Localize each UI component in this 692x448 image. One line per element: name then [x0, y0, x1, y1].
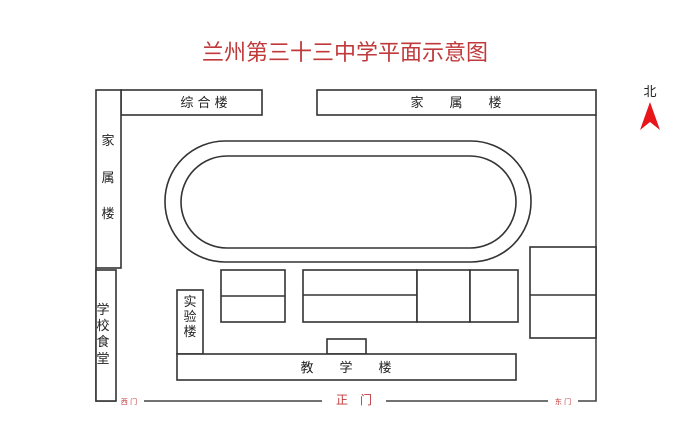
jiashu-left-label: 属: [101, 171, 114, 186]
building-canteen: [95, 269, 117, 402]
building-zonghe: [120, 89, 263, 116]
small-block: [326, 338, 367, 355]
building-teaching: [176, 353, 517, 381]
canteen-label: 学: [96, 302, 109, 318]
jiashu-left-label: 楼: [101, 207, 114, 222]
north-indicator: 北: [640, 85, 660, 130]
block: [302, 269, 418, 323]
running-track-inner: [180, 155, 517, 249]
lab-label: 实: [183, 295, 196, 310]
canteen-label: 食: [96, 334, 109, 350]
lab-label: 楼: [183, 325, 196, 340]
map-title: 兰州第三十三中学平面示意图: [202, 41, 488, 66]
north-arrow-icon: [640, 102, 660, 130]
building-lab: [176, 289, 204, 355]
jiashu-top-label: 家 属 楼: [410, 95, 501, 111]
canteen-label: 堂: [96, 352, 109, 367]
west-gate-label: 西 门: [121, 397, 137, 406]
canteen-label: 校: [96, 318, 109, 334]
main-gate-label: 正 门: [336, 392, 372, 407]
teaching-label: 教 学 楼: [300, 360, 391, 376]
north-label: 北: [643, 85, 656, 100]
block: [469, 269, 519, 323]
block-right: [529, 246, 597, 339]
building-jiashu-left: [95, 89, 122, 269]
jiashu-left-label: 家: [101, 133, 114, 149]
east-gate-label: 东 门: [555, 397, 571, 406]
block: [416, 269, 471, 323]
zonghe-label: 综 合 楼: [180, 96, 227, 111]
building-jiashu-top: [316, 89, 597, 116]
lab-label: 验: [183, 309, 196, 325]
